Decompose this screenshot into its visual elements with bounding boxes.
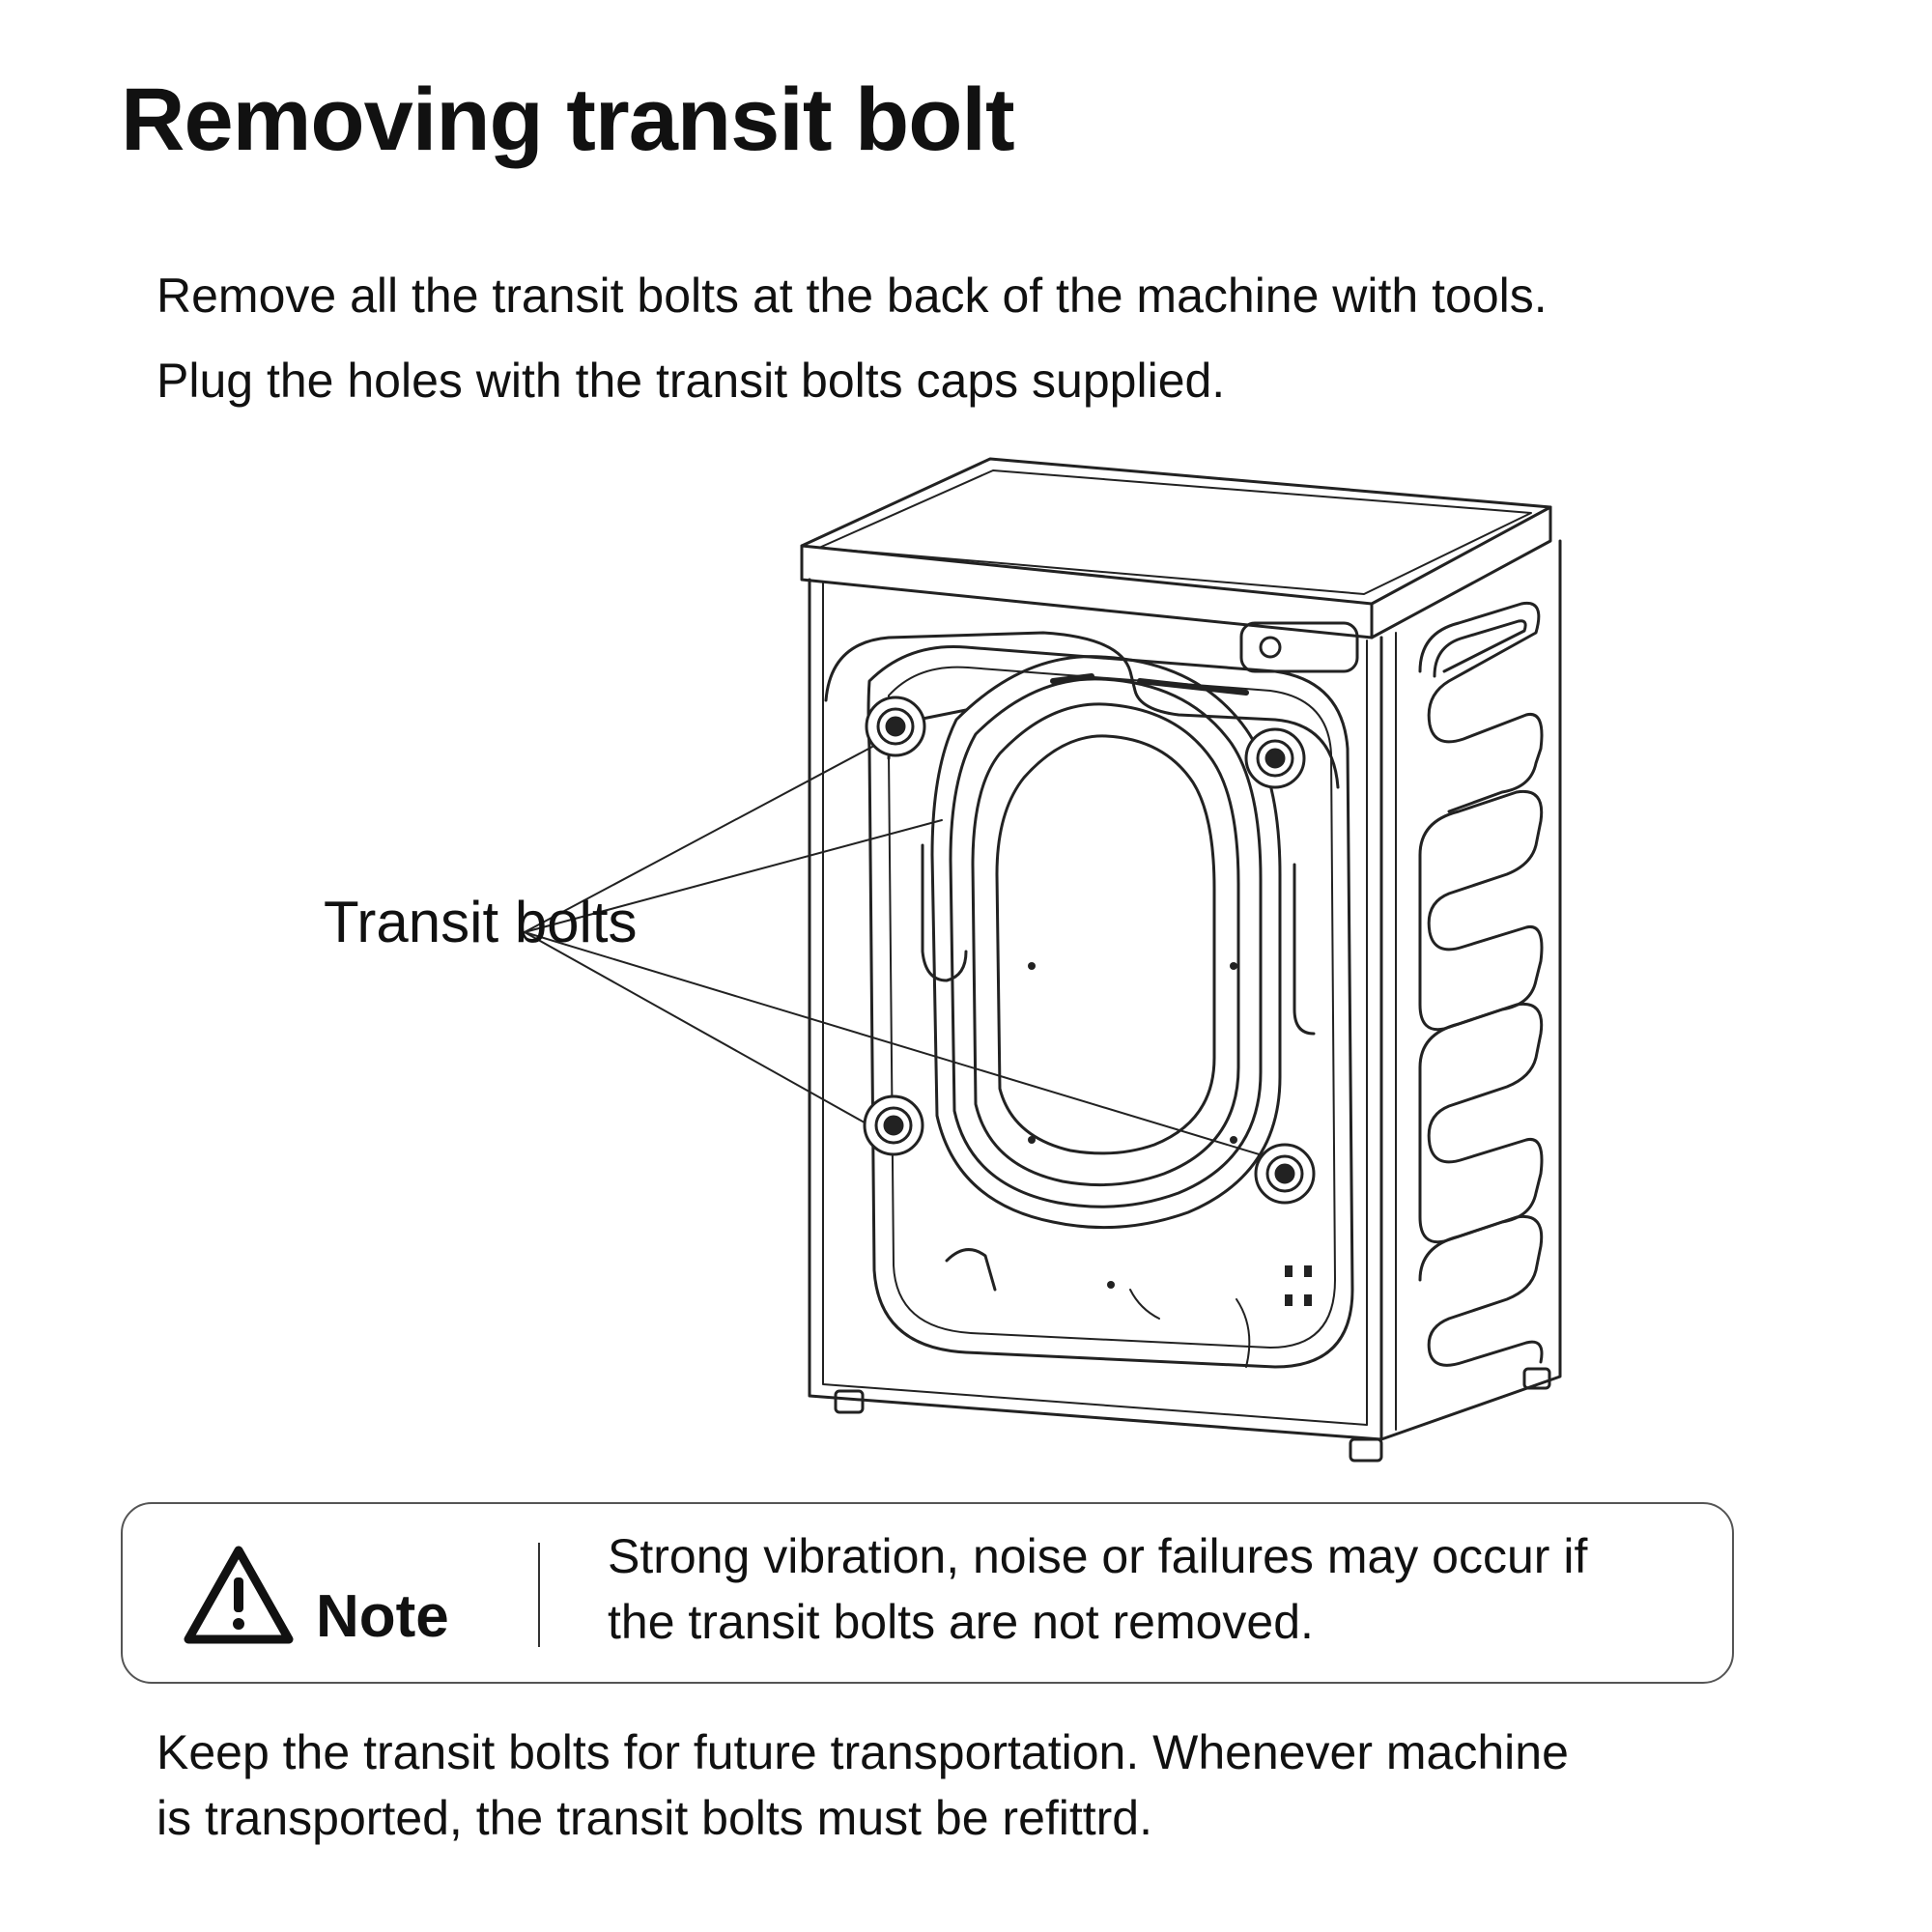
note-line: Strong vibration, noise or failures may … bbox=[608, 1529, 1588, 1583]
footer-instructions: Keep the transit bolts for future transp… bbox=[156, 1719, 1799, 1851]
warning-triangle-icon bbox=[184, 1546, 294, 1644]
service-panel bbox=[1239, 621, 1359, 673]
transit-bolt bbox=[1254, 1143, 1316, 1205]
instruction-line: Remove all the transit bolts at the back… bbox=[156, 269, 1548, 323]
machine-foot bbox=[834, 1389, 865, 1414]
note-label: Note bbox=[316, 1583, 449, 1650]
machine-top-panel bbox=[800, 457, 1552, 606]
transit-bolt bbox=[1244, 727, 1306, 789]
machine-top-front-edge bbox=[800, 544, 1374, 639]
washing-machine-rear-diagram bbox=[524, 457, 1562, 1463]
note-text: Strong vibration, noise or failures may … bbox=[608, 1523, 1709, 1655]
transit-bolt bbox=[865, 696, 926, 757]
note-line: the transit bolts are not removed. bbox=[608, 1595, 1314, 1649]
footer-line: is transported, the transit bolts must b… bbox=[156, 1791, 1153, 1845]
transit-bolt bbox=[863, 1094, 924, 1156]
drum-outline bbox=[930, 655, 1282, 1230]
callout-leader-line bbox=[524, 819, 943, 933]
note-divider bbox=[538, 1543, 540, 1647]
intro-instructions: Remove all the transit bolts at the back… bbox=[156, 253, 1548, 423]
machine-foot bbox=[1349, 1437, 1383, 1463]
callout-leader-line bbox=[524, 931, 888, 1136]
instruction-line: Plug the holes with the transit bolts ca… bbox=[156, 354, 1226, 408]
machine-side-panel bbox=[1379, 539, 1562, 1441]
callout-leader-line bbox=[524, 931, 1276, 1160]
transit-bolts-callout-label: Transit bolts bbox=[324, 890, 638, 954]
note-box: Note Strong vibration, noise or failures… bbox=[121, 1502, 1734, 1684]
rear-frame bbox=[867, 644, 1354, 1369]
footer-line: Keep the transit bolts for future transp… bbox=[156, 1725, 1569, 1779]
callout-leader-line bbox=[524, 738, 888, 933]
page-title: Removing transit bolt bbox=[121, 71, 1015, 169]
machine-foot bbox=[1522, 1367, 1551, 1390]
